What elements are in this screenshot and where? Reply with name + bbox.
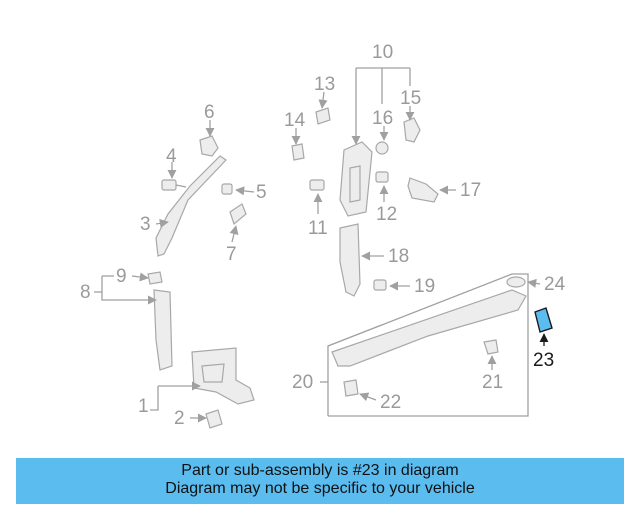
part-14-clip [291, 143, 305, 161]
label-1: 1 [138, 396, 149, 417]
label-13: 13 [314, 74, 335, 95]
part-18-lower-pillar-trim [339, 223, 361, 297]
label-17: 17 [460, 180, 481, 201]
label-8: 8 [80, 282, 91, 303]
info-banner: Part or sub-assembly is #23 in diagram D… [16, 458, 624, 504]
leader-lines [94, 67, 549, 423]
label-11: 11 [308, 218, 328, 239]
label-3: 3 [140, 214, 151, 235]
label-18: 18 [388, 246, 409, 267]
part-6-clip [199, 135, 219, 157]
banner-line-2: Diagram may not be specific to your vehi… [165, 480, 475, 497]
part-21-clip [483, 339, 499, 355]
part-3-a-pillar-trim [155, 155, 227, 257]
part-11-bolt [309, 179, 325, 191]
label-23: 23 [533, 350, 554, 371]
part-17-handle [407, 177, 439, 203]
banner-line-1: Part or sub-assembly is #23 in diagram [181, 462, 459, 479]
part-20-group-frame [327, 273, 529, 417]
part-22-clip [343, 379, 359, 397]
label-12: 12 [376, 204, 397, 225]
part-24-clip [506, 276, 526, 288]
part-1-lower-trim [191, 347, 255, 405]
part-10-b-pillar-trim [339, 141, 373, 217]
part-23-highlighted [534, 307, 553, 333]
label-14: 14 [284, 110, 306, 131]
part-12-bolt [375, 171, 389, 183]
part-20-scuff-plate [331, 289, 527, 367]
label-4: 4 [166, 146, 177, 167]
label-5: 5 [256, 182, 267, 203]
label-2: 2 [174, 408, 185, 429]
label-6: 6 [204, 102, 215, 123]
label-10: 10 [372, 42, 393, 63]
label-21: 21 [482, 372, 503, 393]
part-9-clip [147, 271, 163, 285]
part-5-bolt [221, 183, 233, 195]
part-2-clip [205, 409, 223, 429]
part-4-bolt [161, 179, 187, 191]
part-16-bolt [375, 141, 389, 155]
label-16: 16 [372, 108, 393, 129]
part-8-pillar-trim [153, 289, 173, 371]
label-22: 22 [380, 392, 401, 413]
label-24: 24 [544, 274, 566, 295]
label-9: 9 [116, 266, 127, 287]
callout-labels: 1 2 3 4 5 6 7 8 9 10 11 12 13 14 15 16 1… [80, 42, 566, 429]
label-15: 15 [400, 88, 421, 109]
part-19-bolt [373, 279, 387, 291]
part-15-anchor [403, 117, 421, 143]
label-7: 7 [226, 244, 237, 265]
label-20: 20 [292, 372, 313, 393]
part-13-clip [315, 107, 331, 125]
part-7-clip [229, 203, 247, 226]
label-19: 19 [414, 276, 435, 297]
